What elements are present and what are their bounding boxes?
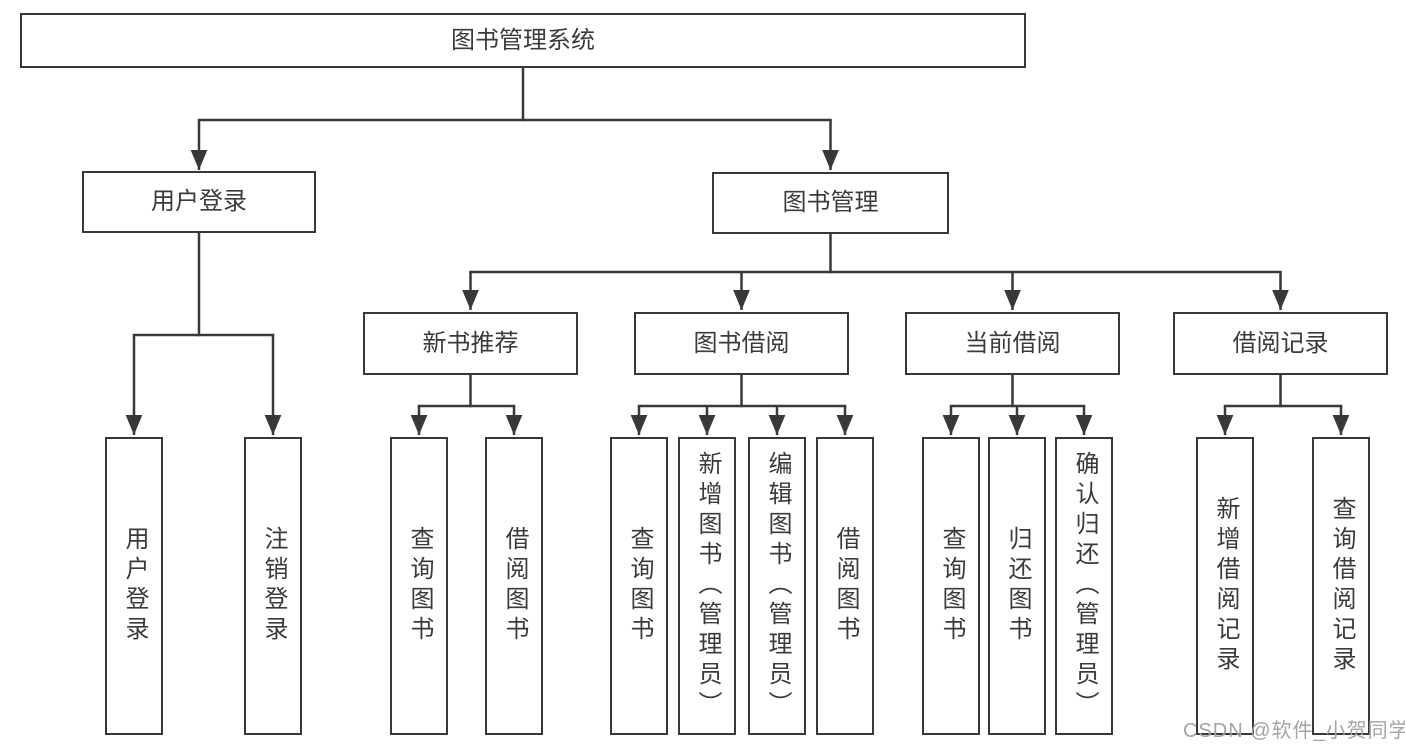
csdn-watermark: CSDN @软件_小贺同学: [1183, 720, 1405, 742]
node-new-book-recommend: 新书推荐: [363, 312, 578, 375]
node-current-borrowing: 当前借阅: [905, 312, 1120, 375]
node-leaf-logout: 注销登录: [244, 437, 302, 735]
node-leaf-return-book: 归还图书: [988, 437, 1046, 735]
node-book-borrowing-label: 图书借阅: [693, 329, 790, 357]
node-book-borrowing: 图书借阅: [634, 312, 849, 375]
node-borrowing-records-label: 借阅记录: [1232, 329, 1329, 357]
node-leaf-confirm-return-admin-label: 确认归还（管理员）: [1071, 451, 1098, 721]
node-leaf-borrow-books-borrowing-label: 借阅图书: [832, 526, 859, 646]
node-leaf-query-books-recommend-label: 查询图书: [406, 526, 433, 646]
node-borrowing-records: 借阅记录: [1173, 312, 1388, 375]
node-leaf-borrow-books-recommend-label: 借阅图书: [501, 526, 528, 646]
node-user-login: 用户登录: [82, 171, 316, 233]
node-leaf-add-book-admin: 新增图书（管理员）: [678, 437, 736, 735]
node-leaf-add-borrow-record: 新增借阅记录: [1196, 437, 1254, 735]
node-leaf-query-books-recommend: 查询图书: [390, 437, 448, 735]
node-leaf-logout-label: 注销登录: [260, 526, 287, 646]
node-leaf-query-books-current-label: 查询图书: [938, 526, 965, 646]
node-leaf-query-books-current: 查询图书: [922, 437, 980, 735]
node-leaf-edit-book-admin: 编辑图书（管理员）: [748, 437, 806, 735]
node-new-book-recommend-label: 新书推荐: [422, 329, 519, 357]
node-leaf-query-books-borrowing: 查询图书: [610, 437, 668, 735]
node-leaf-query-books-borrowing-label: 查询图书: [626, 526, 653, 646]
arrow-lines: [125, 120, 1350, 435]
node-leaf-borrow-books-borrowing: 借阅图书: [816, 437, 874, 735]
branch-lines: [132, 66, 1343, 408]
node-leaf-query-borrow-record-label: 查询借阅记录: [1328, 496, 1355, 676]
node-leaf-user-login-label: 用户登录: [121, 526, 148, 646]
node-leaf-add-borrow-record-label: 新增借阅记录: [1212, 496, 1239, 676]
node-book-management-label: 图书管理: [782, 189, 879, 216]
node-root: 图书管理系统: [20, 13, 1026, 68]
node-leaf-return-book-label: 归还图书: [1004, 526, 1031, 646]
node-root-label: 图书管理系统: [451, 26, 595, 54]
node-user-login-label: 用户登录: [151, 188, 247, 215]
node-leaf-query-borrow-record: 查询借阅记录: [1312, 437, 1370, 735]
node-book-management: 图书管理: [712, 172, 949, 234]
node-leaf-user-login: 用户登录: [105, 437, 163, 735]
node-leaf-edit-book-admin-label: 编辑图书（管理员）: [764, 451, 791, 721]
node-leaf-add-book-admin-label: 新增图书（管理员）: [694, 451, 721, 721]
node-leaf-borrow-books-recommend: 借阅图书: [485, 437, 543, 735]
node-current-borrowing-label: 当前借阅: [964, 329, 1061, 357]
node-leaf-confirm-return-admin: 确认归还（管理员）: [1055, 437, 1113, 735]
